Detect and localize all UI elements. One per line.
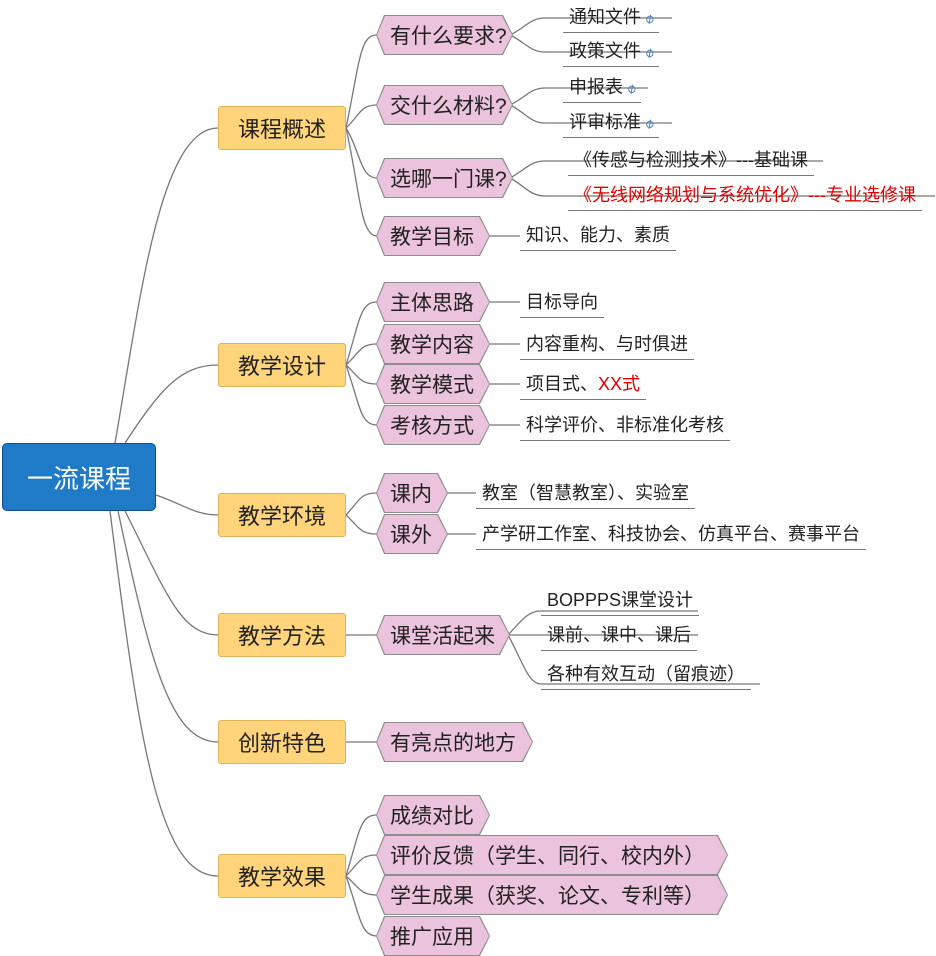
leaf-project-mode[interactable]: 项目式、XX式 xyxy=(520,370,647,400)
topic-teaching-environment[interactable]: 教学环境 xyxy=(218,493,346,537)
leaf-application-form[interactable]: 申报表⌀ xyxy=(563,73,642,103)
leaf-goal-oriented[interactable]: 目标导向 xyxy=(520,288,604,318)
root-topic[interactable]: 一流课程 xyxy=(2,443,156,511)
leaf-content-restructure[interactable]: 内容重构、与时俱进 xyxy=(520,330,694,360)
paperclip-icon[interactable]: ⌀ xyxy=(640,9,657,28)
leaf-before-during-after[interactable]: 课前、课中、课后 xyxy=(541,621,697,651)
subtopic-active-class[interactable]: 课堂活起来 xyxy=(377,616,509,654)
subtopic-teaching-content[interactable]: 教学内容 xyxy=(377,325,489,363)
paperclip-icon[interactable]: ⌀ xyxy=(640,43,657,62)
topic-course-overview[interactable]: 课程概述 xyxy=(218,106,346,150)
leaf-notice-file[interactable]: 通知文件⌀ xyxy=(563,3,660,33)
subtopic-teaching-mode[interactable]: 教学模式 xyxy=(377,365,489,403)
leaf-course-sensor[interactable]: 《传感与检测技术》---基础课 xyxy=(568,146,814,176)
leaf-outside-platforms[interactable]: 产学研工作室、科技协会、仿真平台、赛事平台 xyxy=(476,520,866,550)
subtopic-promotion[interactable]: 推广应用 xyxy=(377,917,489,955)
paperclip-icon[interactable]: ⌀ xyxy=(622,79,639,98)
subtopic-highlights[interactable]: 有亮点的地方 xyxy=(377,723,532,761)
leaf-goal-items[interactable]: 知识、能力、素质 xyxy=(520,221,676,251)
leaf-course-wireless[interactable]: 《无线网络规划与系统优化》---专业选修课 xyxy=(568,181,922,211)
topic-teaching-design[interactable]: 教学设计 xyxy=(218,343,346,387)
subtopic-out-class[interactable]: 课外 xyxy=(377,515,447,553)
subtopic-choose-course[interactable]: 选哪一门课? xyxy=(377,159,512,197)
leaf-highlight: XX式 xyxy=(598,374,641,394)
leaf-label: 政策文件 xyxy=(569,41,641,61)
subtopic-assessment[interactable]: 考核方式 xyxy=(377,406,489,444)
subtopic-requirements[interactable]: 有什么要求? xyxy=(377,16,512,54)
subtopic-in-class[interactable]: 课内 xyxy=(377,474,447,512)
leaf-scientific-evaluation[interactable]: 科学评价、非标准化考核 xyxy=(520,411,730,441)
subtopic-main-idea[interactable]: 主体思路 xyxy=(377,283,489,321)
leaf-classroom-lab[interactable]: 教室（智慧教室）、实验室 xyxy=(476,479,695,509)
subtopic-materials[interactable]: 交什么材料? xyxy=(377,86,512,124)
topic-innovation[interactable]: 创新特色 xyxy=(218,720,346,764)
leaf-policy-file[interactable]: 政策文件⌀ xyxy=(563,37,660,67)
subtopic-teaching-goal[interactable]: 教学目标 xyxy=(377,217,489,255)
leaf-review-standard[interactable]: 评审标准⌀ xyxy=(563,108,660,138)
topic-teaching-effect[interactable]: 教学效果 xyxy=(218,854,346,898)
leaf-label: 通知文件 xyxy=(569,7,641,27)
subtopic-student-results[interactable]: 学生成果（获奖、论文、专利等） xyxy=(377,876,727,914)
leaf-label: 项目式、 xyxy=(526,374,598,394)
subtopic-score-compare[interactable]: 成绩对比 xyxy=(377,796,489,834)
leaf-label: 评审标准 xyxy=(569,112,641,132)
subtopic-feedback[interactable]: 评价反馈（学生、同行、校内外） xyxy=(377,836,727,874)
leaf-boppps[interactable]: BOPPPS课堂设计 xyxy=(541,586,700,616)
leaf-interaction[interactable]: 各种有效互动（留痕迹） xyxy=(541,660,751,690)
leaf-label: 申报表 xyxy=(569,77,623,97)
topic-teaching-method[interactable]: 教学方法 xyxy=(218,613,346,657)
paperclip-icon[interactable]: ⌀ xyxy=(640,114,657,133)
